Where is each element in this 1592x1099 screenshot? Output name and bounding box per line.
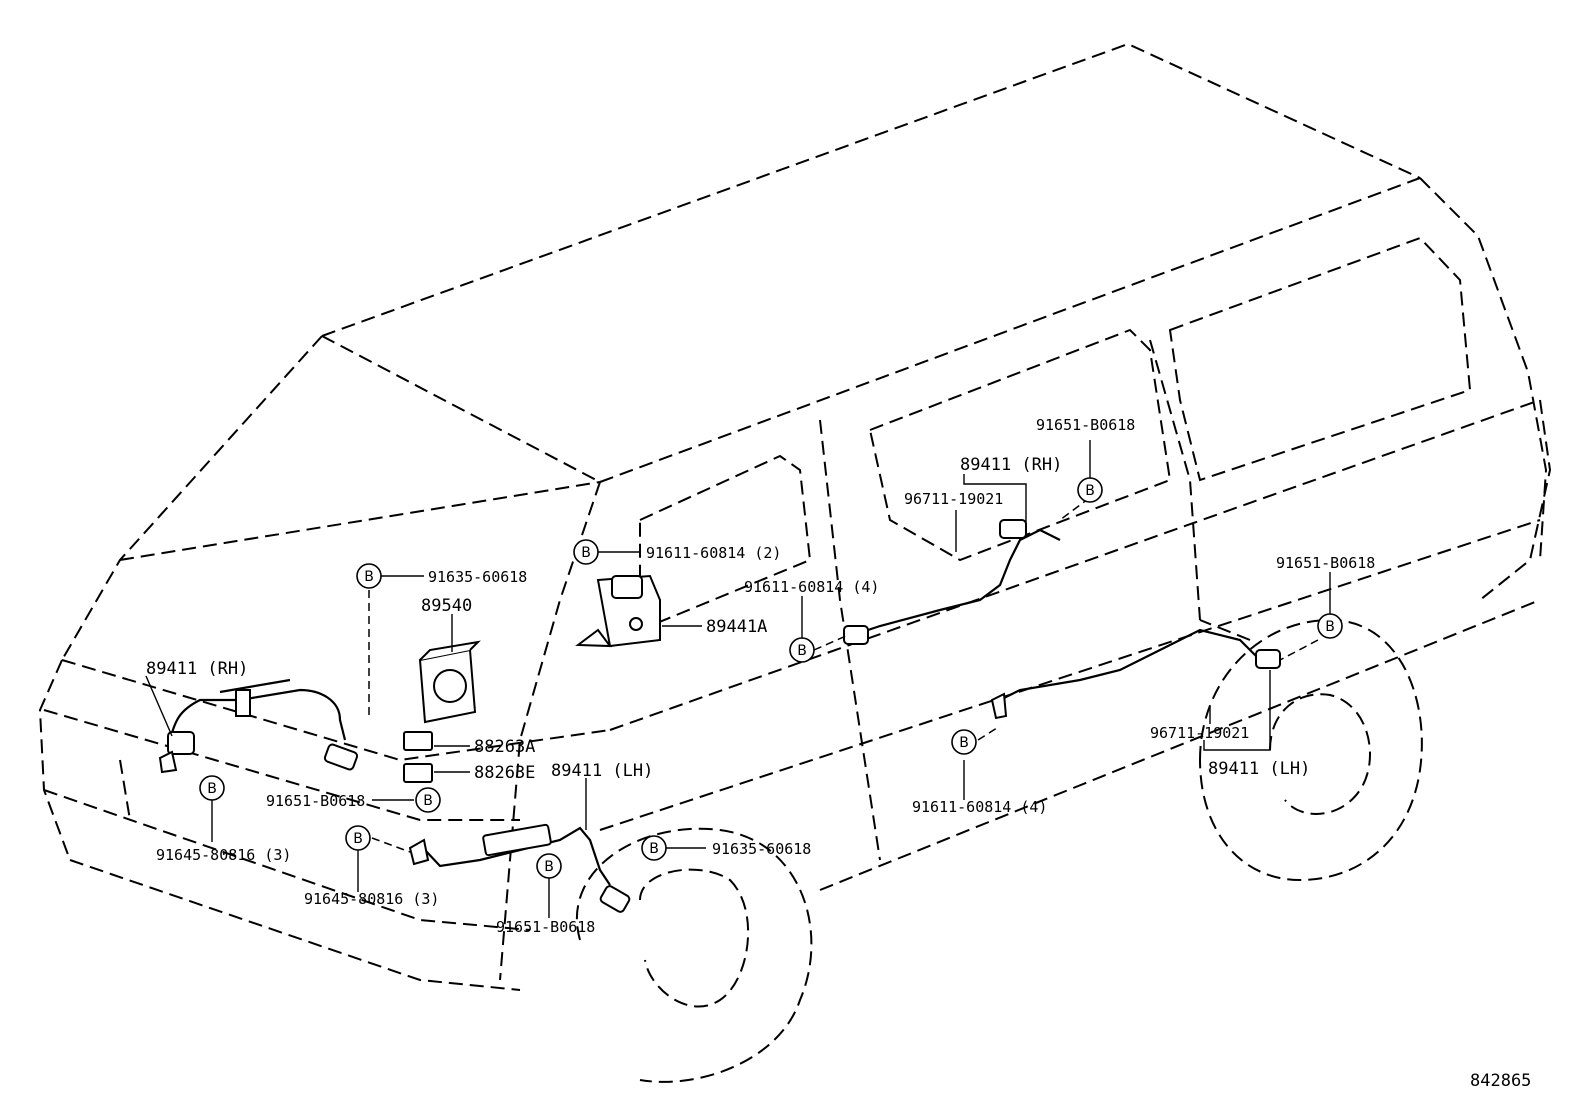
label-sensor-rear-lh: 89411 (LH) (1208, 759, 1310, 779)
marker-b-91611-2: B (573, 539, 599, 565)
marker-b-91651-rear-right: B (1317, 613, 1343, 639)
label-96711-rear-top: 96711-19021 (904, 490, 1003, 508)
svg-text:B: B (364, 569, 374, 585)
svg-text:B: B (1325, 619, 1335, 635)
label-sensor-front-lh: 89411 (LH) (551, 761, 653, 781)
label-91651-front-left: 91651-B0618 (266, 792, 365, 810)
leader-lines (145, 440, 1331, 918)
marker-b-91651-rear-top: B (1077, 477, 1103, 503)
marker-b-91645-mid: B (345, 825, 371, 851)
svg-text:B: B (797, 643, 807, 659)
deceleration-sensor (575, 574, 661, 648)
label-91635-top: 91635-60618 (428, 568, 527, 586)
label-sensor-rear-rh: 89411 (RH) (960, 455, 1062, 475)
marker-b-91645-left: B (199, 775, 225, 801)
label-relay-a: 88263A (474, 737, 535, 757)
part-labels: 91635-60618 89540 89411 (RH) 88263A 8826… (146, 416, 1531, 1091)
relays (403, 731, 433, 783)
label-computer: 89540 (421, 596, 472, 616)
svg-text:B: B (649, 841, 659, 857)
abs-computer (418, 640, 481, 724)
rear-lh-sensor-harness (990, 628, 1281, 720)
front-lh-sensor-harness (408, 823, 631, 913)
label-relay-e: 88263E (474, 763, 535, 783)
diagram-id: 842865 (1470, 1071, 1531, 1091)
label-sensor-front-rh: 89411 (RH) (146, 659, 248, 679)
label-91651-rear-top: 91651-B0618 (1036, 416, 1135, 434)
marker-b-91651-front-left: B (415, 787, 441, 813)
svg-text:B: B (544, 859, 554, 875)
marker-b-91635-mid: B (641, 835, 667, 861)
label-91611-4-mid: 91611-60814 (4) (744, 578, 879, 596)
svg-text:B: B (581, 545, 591, 561)
svg-text:B: B (1085, 483, 1095, 499)
front-rh-sensor-harness (158, 678, 359, 774)
fastener-markers: B B B B B B B B B B B (199, 477, 1343, 879)
svg-text:B: B (207, 781, 217, 797)
label-91635-mid: 91635-60618 (712, 840, 811, 858)
label-91645-mid: 91645-80816 (3) (304, 890, 439, 908)
label-91611-4-low: 91611-60814 (4) (912, 798, 1047, 816)
label-91651-front-bottom: 91651-B0618 (496, 918, 595, 936)
marker-b-91635-top: B (356, 563, 382, 589)
marker-b-91611-4-mid: B (789, 637, 815, 663)
svg-text:B: B (353, 831, 363, 847)
marker-b-91611-4-low: B (951, 729, 977, 755)
rear-rh-sensor-harness (843, 519, 1061, 645)
label-g-sensor: 89441A (706, 617, 767, 637)
label-91645-left: 91645-80816 (3) (156, 846, 291, 864)
svg-text:B: B (959, 735, 969, 751)
label-91651-rear-right: 91651-B0618 (1276, 554, 1375, 572)
marker-b-91651-front-bottom: B (536, 853, 562, 879)
label-96711-rear-low: 96711-19021 (1150, 724, 1249, 742)
label-91611-2: 91611-60814 (2) (646, 544, 781, 562)
svg-text:B: B (423, 793, 433, 809)
